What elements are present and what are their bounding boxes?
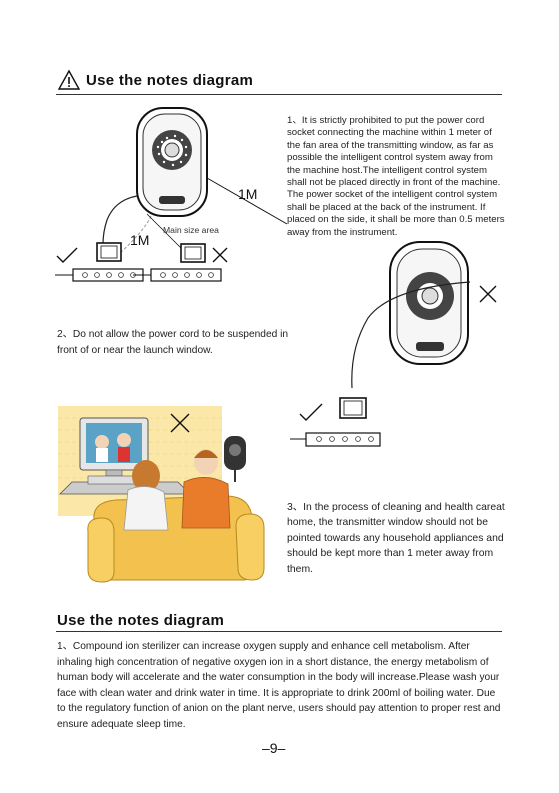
distance-label-1m-b: 1M [130,232,150,248]
main-size-area-label: Main size area [163,225,219,235]
warning-triangle-icon [57,69,81,90]
section2-heading: Use the notes diagram [57,612,225,629]
note1-text: 1、It is strictly prohibited to put the p… [287,115,505,238]
section2-note1-text: 1、Compound ion sterilizer can increase o… [57,641,501,730]
device-distance-diagram [55,107,288,282]
distance-label-1m-a: 1M [238,186,258,202]
section1-heading: Use the notes diagram [86,72,254,89]
note3-text: 3、In the process of cleaning and health … [287,502,505,575]
couple-watching-tv-illustration [58,406,265,583]
section1-divider [56,94,502,95]
cord-suspended-diagram [290,241,497,447]
note2-text: 2、Do not allow the power cord to be susp… [57,329,289,356]
page-number: –9– [262,740,286,756]
section2-divider [56,631,502,632]
